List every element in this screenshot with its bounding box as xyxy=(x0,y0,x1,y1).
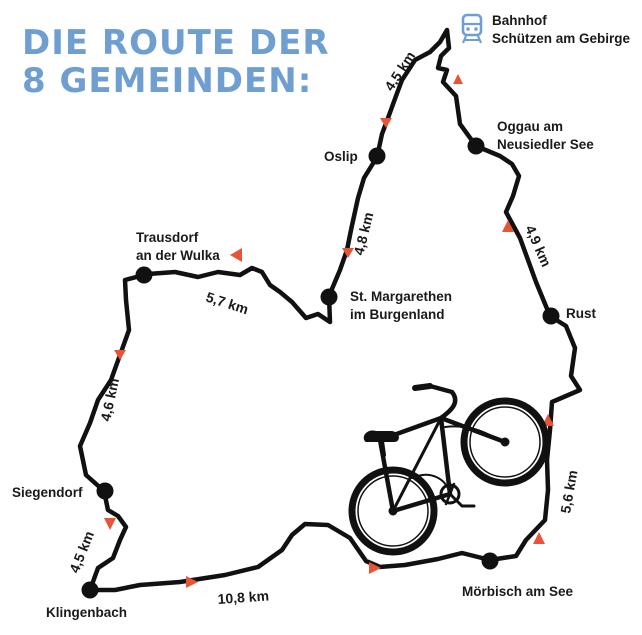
label-schuetzen: Schützen am Gebirge xyxy=(492,31,631,46)
label-rust: Rust xyxy=(566,306,597,321)
direction-arrow xyxy=(533,532,545,544)
label-trausdorf-line2: an der Wulka xyxy=(136,248,220,263)
bicycle-icon xyxy=(348,383,550,556)
label-oggau-line2: Neusiedler See xyxy=(497,137,594,152)
distance-st-margarethen-trausdorf: 5,7 km xyxy=(204,289,250,318)
map-title-line-2: 8 GEMEINDEN: xyxy=(22,61,313,101)
direction-arrow xyxy=(186,576,198,588)
label-oslip: Oslip xyxy=(324,149,358,164)
distance-siegendorf-klingenbach: 4,5 km xyxy=(66,529,97,575)
direction-arrow xyxy=(369,562,381,574)
distance-moerbisch-rust: 5,6 km xyxy=(557,469,580,515)
direction-arrow xyxy=(104,518,116,530)
label-st-margarethen-line2: im Burgenland xyxy=(350,307,445,322)
direction-arrow xyxy=(342,248,354,258)
direction-arrow xyxy=(453,74,463,84)
train-icon xyxy=(461,13,483,44)
distance-klingenbach-moerbisch: 10,8 km xyxy=(217,587,269,607)
town-marker-trausdorf xyxy=(135,266,153,284)
town-markers xyxy=(81,137,560,599)
label-klingenbach: Klingenbach xyxy=(46,605,127,620)
direction-arrow xyxy=(114,350,126,360)
place-labels: Bahnhof Schützen am Gebirge Oggau am Neu… xyxy=(12,13,631,620)
town-marker-moerbisch xyxy=(481,552,499,570)
town-marker-klingenbach xyxy=(81,581,99,599)
label-moerbisch: Mörbisch am See xyxy=(462,584,574,599)
direction-arrow xyxy=(230,248,242,262)
distance-trausdorf-siegendorf: 4,6 km xyxy=(97,377,122,423)
map-title-line-1: DIE ROUTE DER xyxy=(22,23,330,63)
route-direction-arrows xyxy=(104,74,554,588)
label-bahnhof: Bahnhof xyxy=(492,13,547,28)
direction-arrow xyxy=(502,220,514,232)
town-marker-siegendorf xyxy=(96,482,114,500)
label-oggau-line1: Oggau am xyxy=(497,119,563,134)
town-marker-oslip xyxy=(368,147,386,165)
label-siegendorf: Siegendorf xyxy=(12,485,83,500)
town-marker-oggau xyxy=(467,137,485,155)
town-marker-st-margarethen xyxy=(320,288,338,306)
town-marker-rust xyxy=(542,307,560,325)
cycling-route-line xyxy=(77,27,583,593)
label-st-margarethen-line1: St. Margarethen xyxy=(350,289,452,304)
label-trausdorf-line1: Trausdorf xyxy=(136,230,199,245)
direction-arrow xyxy=(380,118,392,128)
